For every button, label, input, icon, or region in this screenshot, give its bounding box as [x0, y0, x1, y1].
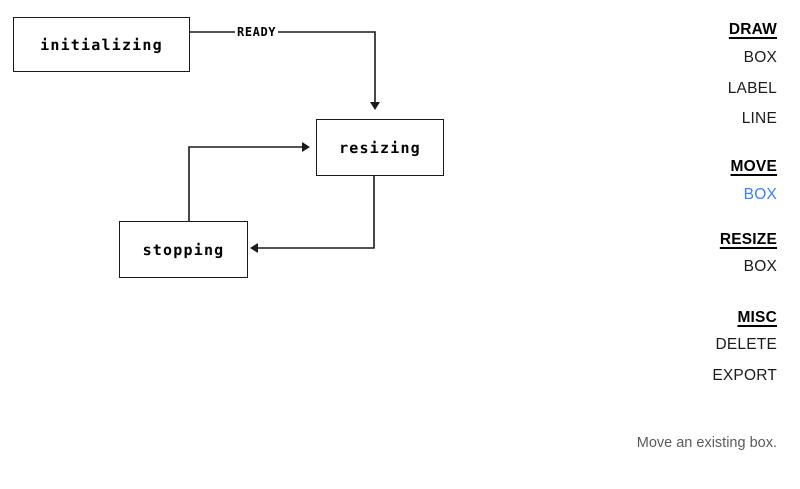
state-box-initializing[interactable]: initializing [13, 17, 190, 72]
menu-item-draw-line[interactable]: LINE [741, 110, 777, 127]
menu-item-draw-label[interactable]: LABEL [727, 80, 777, 97]
menu-item-resize-box[interactable]: BOX [743, 258, 777, 275]
state-box-label: stopping [142, 240, 225, 259]
status-message: Move an existing box. [636, 435, 777, 451]
state-box-resizing[interactable]: resizing [316, 119, 444, 176]
edge-label-ready: READY [235, 25, 279, 39]
menu-item-draw-box[interactable]: BOX [743, 49, 777, 66]
state-box-stopping[interactable]: stopping [119, 221, 248, 278]
menu-item-misc-delete[interactable]: DELETE [715, 336, 777, 353]
diagram-edges-layer [188, 31, 380, 253]
state-box-label: initializing [40, 35, 163, 54]
tool-menu: DRAW BOX LABEL LINE MOVE BOX RESIZE BOX MISC DELE… [620, 0, 800, 489]
menu-group-heading-resize: RESIZE [719, 231, 777, 248]
edge-line [188, 146, 304, 221]
edge-line [258, 176, 375, 249]
edge-line [190, 31, 376, 104]
menu-group-heading-draw: DRAW [728, 21, 777, 38]
menu-group-heading-misc: MISC [737, 309, 777, 326]
state-box-label: resizing [339, 138, 421, 157]
edge-resizing-to-stopping[interactable] [250, 176, 375, 253]
edge-stopping-to-resizing[interactable] [188, 142, 310, 221]
menu-item-misc-export[interactable]: EXPORT [712, 367, 777, 384]
diagram-canvas[interactable]: initializing resizing stopping READY [0, 0, 620, 489]
menu-group-heading-move: MOVE [730, 158, 777, 175]
edge-initializing-to-resizing[interactable] [190, 31, 380, 110]
menu-item-move-box[interactable]: BOX [743, 186, 777, 203]
